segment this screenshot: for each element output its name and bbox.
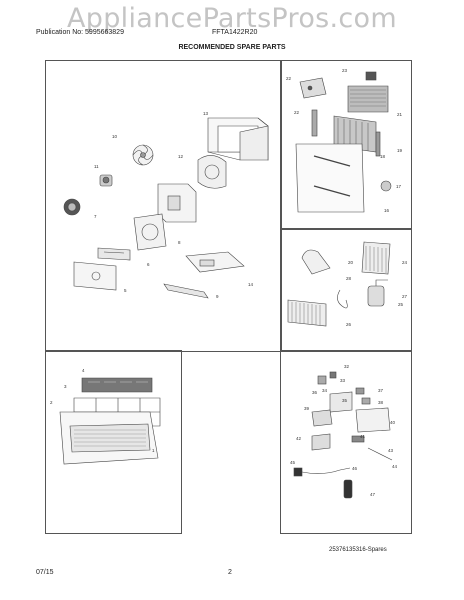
scroll-housing [197, 155, 227, 189]
callout-47: 47 [370, 492, 376, 497]
callout-16: 16 [384, 208, 390, 213]
callout-28: 28 [346, 276, 352, 281]
front-grille [59, 411, 159, 465]
callout-23: 23 [342, 68, 348, 73]
callout-39: 39 [304, 406, 310, 411]
callout-numbers: 13 10 12 11 7 8 6 5 14 9 22 23 22 21 19 … [50, 68, 408, 497]
callout-12: 12 [178, 154, 184, 159]
cabinet-shell [207, 117, 269, 161]
callout-36: 36 [312, 390, 318, 395]
motor-mount [157, 183, 197, 223]
callout-17: 17 [396, 184, 402, 189]
callout-5: 5 [124, 288, 127, 293]
callout-7: 7 [94, 214, 97, 219]
callout-33: 33 [340, 378, 346, 383]
callout-32: 32 [344, 364, 350, 369]
callout-9: 9 [216, 294, 219, 299]
callout-25: 25 [398, 302, 404, 307]
remote-holder [365, 71, 377, 81]
control-box [311, 407, 391, 433]
spares-code: 25376135316-Spares [329, 547, 387, 553]
panel-grille-assembly [280, 60, 412, 230]
callout-40: 40 [390, 420, 396, 425]
compressor [367, 279, 388, 307]
panel-controls [280, 350, 412, 534]
publication-number: Publication No: 5995663829 [36, 29, 124, 36]
callout-44: 44 [392, 464, 398, 469]
control-bracket [73, 261, 117, 291]
panel-front-cover [45, 350, 182, 534]
side-louver [311, 109, 318, 137]
callout-21: 21 [397, 112, 403, 117]
drain-channel [163, 283, 209, 299]
terminal-block [351, 435, 365, 443]
panel-coil-assembly [280, 228, 412, 352]
callout-11: 11 [94, 164, 99, 169]
callout-6: 6 [147, 262, 150, 267]
callout-13: 13 [203, 111, 209, 116]
refrigerant-tube [301, 249, 331, 275]
callout-45: 45 [290, 460, 296, 465]
callout-42: 42 [296, 436, 302, 441]
callout-14: 14 [248, 282, 254, 287]
publication-date: 07/15 [36, 569, 54, 576]
fan-blade [132, 144, 154, 166]
heater-element [97, 247, 131, 261]
callout-8: 8 [178, 240, 181, 245]
relay [317, 375, 327, 385]
callout-41: 41 [360, 434, 366, 439]
callout-2: 2 [50, 400, 53, 405]
callout-18: 18 [380, 154, 386, 159]
display-board [311, 433, 331, 451]
panel-main-assembly [45, 60, 282, 352]
callout-3: 3 [64, 384, 67, 389]
callout-27: 27 [402, 294, 408, 299]
callout-22a: 22 [286, 76, 292, 81]
condenser-coil [287, 299, 327, 327]
callout-37: 37 [378, 388, 384, 393]
callout-19: 19 [397, 148, 403, 153]
power-cord [293, 467, 351, 477]
blower-housing [133, 213, 167, 251]
callout-24: 24 [402, 260, 408, 265]
callout-38: 38 [378, 400, 384, 405]
window-frame [295, 143, 365, 213]
callout-26: 26 [346, 322, 352, 327]
louver-rod [375, 131, 381, 157]
capillary-tube [337, 289, 348, 309]
page-title: RECOMMENDED SPARE PARTS [178, 44, 286, 51]
base-pan [185, 251, 245, 273]
callout-34: 34 [322, 388, 328, 393]
thermistor [329, 371, 337, 379]
callout-43: 43 [388, 448, 394, 453]
page-number: 2 [228, 569, 232, 576]
control-panel-overlay [81, 377, 153, 393]
callout-20: 20 [348, 260, 354, 265]
switch [355, 387, 371, 405]
callout-22b: 22 [294, 110, 300, 115]
model-number: FFTA1422R20 [212, 29, 258, 36]
callout-46: 46 [352, 466, 358, 471]
control-knob-assembly [299, 77, 327, 99]
callout-10: 10 [112, 134, 118, 139]
watermark: AppliancePartsPros.com [67, 3, 397, 34]
main-control-board [329, 391, 353, 413]
remote-control [343, 479, 353, 499]
air-filter [347, 85, 389, 113]
evaporator-coil [361, 241, 391, 275]
capacitor [380, 180, 392, 192]
callout-35: 35 [342, 398, 348, 403]
fan-motor [99, 174, 113, 187]
callout-1: 1 [152, 448, 155, 453]
condenser-fan [63, 198, 81, 216]
callout-4: 4 [82, 368, 85, 373]
wire-harness [367, 447, 393, 461]
